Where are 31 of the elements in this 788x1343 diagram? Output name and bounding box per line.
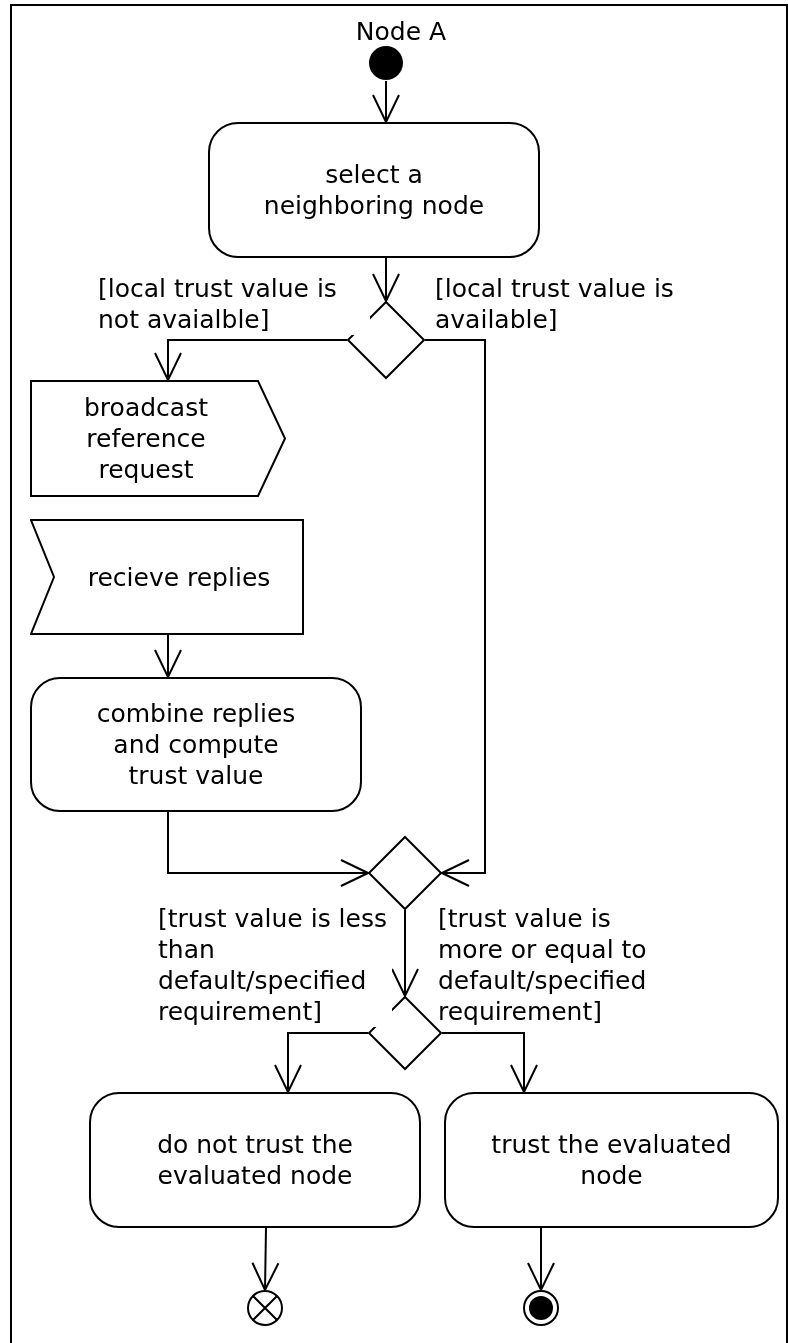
arrow [251,1227,280,1291]
activity-frame [10,4,788,1343]
arrow [372,80,400,123]
action-box [208,122,540,258]
arrow [167,811,369,887]
action-label: do not trust the evaluated node [156,1129,354,1191]
arrow [441,1032,538,1093]
arrow [424,339,486,887]
decision-diamond [347,301,425,379]
arrow [274,1032,369,1093]
arrow [527,1227,555,1291]
arrow [391,909,419,997]
arrow [154,634,182,678]
receive-signal-box [30,519,304,635]
flow-final-node [247,1290,283,1326]
action-label: trust the evaluated node [490,1129,733,1191]
merge-diamond [368,836,442,910]
action-label: combine replies and compute trust value [95,698,297,791]
frame-title: Node A [355,16,447,47]
send-signal-box [30,380,286,497]
arrow [154,339,348,381]
receive-signal-label: recieve replies [87,561,271,593]
action-box [89,1092,421,1228]
decision-diamond [368,996,442,1070]
activity-final-node [523,1290,559,1326]
arrow [372,257,400,302]
action-label: select a neighboring node [262,159,486,221]
action-box [444,1092,779,1228]
action-box [30,677,362,812]
send-signal-label: broadcast reference request [83,392,209,485]
initial-node [368,45,404,81]
